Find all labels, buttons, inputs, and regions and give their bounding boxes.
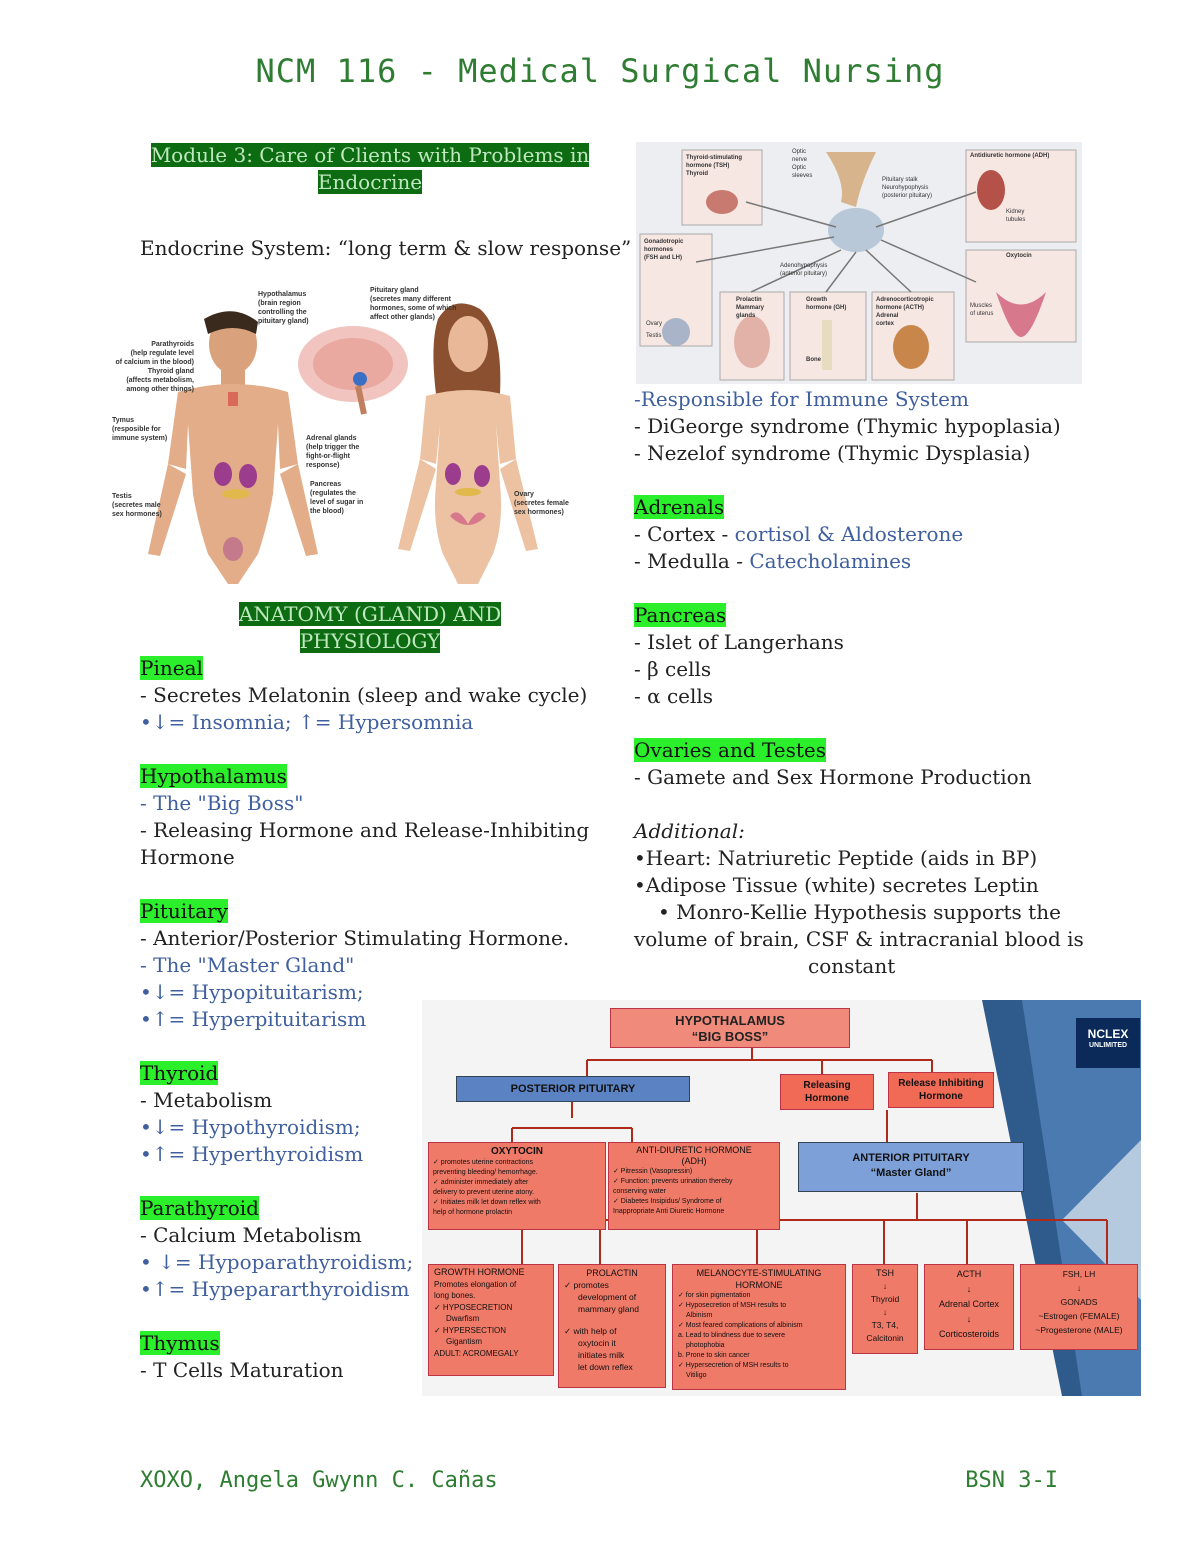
pituitary-section: Pituitary - Anterior/Posterior Stimulati… — [140, 899, 570, 1031]
pit-label-adh: Antidiuretic hormone (ADH) — [970, 153, 1050, 159]
flow-oxytocin-box: OXYTOCIN ✓ promotes uterine contractions… — [428, 1142, 606, 1230]
footer-section: BSN 3-I — [965, 1468, 1058, 1493]
parathyroid-section: Parathyroid - Calcium Metabolism • ↓= Hy… — [140, 1196, 414, 1301]
hypothalamus-section: Hypothalamus - The "Big Boss" - Releasin… — [140, 764, 590, 869]
module-line-2: Endocrine — [317, 170, 423, 194]
flow-tsh-box: TSH ↓Thyroid↓T3, T4,Calcitonin — [852, 1264, 918, 1354]
module-line-1: Module 3: Care of Clients with Problems … — [150, 143, 590, 167]
parathyroid-heading: Parathyroid — [140, 1196, 259, 1220]
flow-msh-box: MELANOCYTE-STIMULATING HORMONE ✓ for ski… — [672, 1264, 846, 1390]
adrenals-section: Adrenals - Cortex - cortisol & Aldostero… — [634, 495, 964, 573]
flow-acth-box: ACTH ↓Adrenal Cortex↓Corticosteroids — [924, 1264, 1014, 1350]
module-heading: Module 3: Care of Clients with Problems … — [140, 142, 600, 196]
page-title: NCM 116 - Medical Surgical Nursing — [255, 52, 945, 90]
additional-section: Additional: •Heart: Natriuretic Peptide … — [634, 819, 1084, 978]
ovaries-heading: Ovaries and Testes — [634, 738, 827, 762]
thyroid-heading: Thyroid — [140, 1061, 219, 1085]
right-column-notes: -Responsible for Immune System - DiGeorg… — [634, 387, 1084, 978]
thymus-immune-line: -Responsible for Immune System — [634, 387, 969, 411]
left-column-notes: ANATOMY (GLAND) AND PHYSIOLOGY Pineal - … — [140, 601, 600, 1384]
pineal-heading: Pineal — [140, 656, 203, 680]
ovaries-section: Ovaries and Testes - Gamete and Sex Horm… — [634, 738, 1032, 789]
thymus-heading: Thymus — [140, 1331, 220, 1355]
hypothalamus-flowchart: HYPOTHALAMUS“BIG BOSS” POSTERIOR PITUITA… — [422, 1000, 1141, 1396]
pineal-section: Pineal - Secretes Melatonin (sleep and w… — [140, 656, 588, 734]
left-column-top: Module 3: Care of Clients with Problems … — [140, 142, 632, 262]
thyroid-section: Thyroid - Metabolism •↓= Hypothyroidism;… — [140, 1061, 364, 1166]
pit-label-oxytocin: Oxytocin — [1006, 253, 1032, 259]
female-figure — [398, 303, 538, 584]
additional-heading: Additional: — [634, 819, 745, 843]
pancreas-heading: Pancreas — [634, 603, 727, 627]
pituitary-heading: Pituitary — [140, 899, 228, 923]
hypothalamus-heading: Hypothalamus — [140, 764, 287, 788]
footer-author: XOXO, Angela Gwynn C. Cañas — [140, 1468, 498, 1493]
male-figure — [148, 311, 318, 584]
flow-fsh-lh-box: FSH, LH ↓GONADS~Estrogen (FEMALE)~Proges… — [1020, 1264, 1138, 1350]
thymus-section: Thymus - T Cells Maturation — [140, 1331, 344, 1382]
adrenals-heading: Adrenals — [634, 495, 725, 519]
flow-posterior-box: POSTERIOR PITUITARY — [456, 1076, 690, 1102]
brain-diagram — [298, 326, 408, 415]
flow-adh-box: ANTI-DIURETIC HORMONE (ADH) ✓ Pitressin … — [608, 1142, 780, 1230]
pancreas-section: Pancreas - Islet of Langerhans - β cells… — [634, 603, 844, 708]
flow-hypothalamus-box: HYPOTHALAMUS“BIG BOSS” — [610, 1008, 850, 1048]
anatomy-heading: ANATOMY (GLAND) AND PHYSIOLOGY — [238, 602, 502, 653]
pit-label-adeno: Adenohypophysis(anterior pituitary) — [780, 263, 828, 277]
flow-anterior-box: ANTERIOR PITUITARY“Master Gland” — [798, 1142, 1024, 1192]
endocrine-system-line: Endocrine System: “long term & slow resp… — [140, 236, 632, 260]
